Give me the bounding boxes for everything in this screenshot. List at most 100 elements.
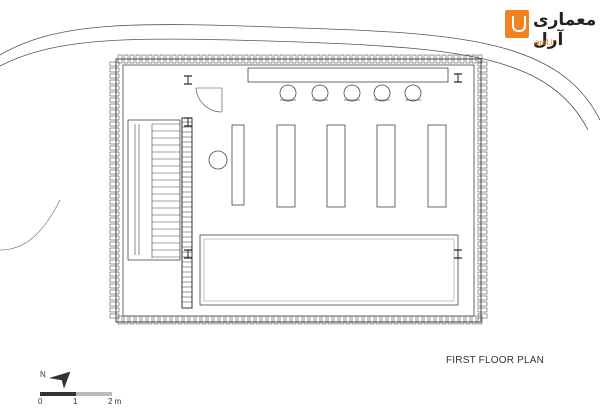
brick bbox=[303, 315, 309, 325]
brick bbox=[219, 315, 225, 325]
scale-bar bbox=[40, 392, 112, 396]
brick bbox=[453, 315, 459, 325]
brick bbox=[357, 315, 363, 325]
brick bbox=[249, 315, 255, 325]
brick bbox=[171, 315, 177, 325]
building-outline bbox=[115, 58, 482, 323]
brick bbox=[477, 169, 488, 175]
brick bbox=[477, 205, 488, 211]
dining-tables bbox=[276, 124, 447, 208]
brick bbox=[291, 315, 297, 325]
brick bbox=[273, 315, 279, 325]
brick bbox=[109, 157, 120, 163]
brick bbox=[477, 217, 488, 223]
brick bbox=[109, 247, 120, 253]
brick bbox=[109, 283, 120, 289]
brick bbox=[477, 289, 488, 295]
brick bbox=[477, 295, 488, 301]
arel-logo: معماری آرل arel.ir bbox=[505, 10, 597, 50]
brick bbox=[109, 253, 120, 259]
brick bbox=[109, 121, 120, 127]
brick bbox=[177, 315, 183, 325]
brick bbox=[477, 127, 488, 133]
brick bbox=[135, 315, 141, 325]
site-boundary-curve bbox=[0, 24, 600, 121]
brick bbox=[109, 217, 120, 223]
brick bbox=[465, 315, 471, 325]
brick bbox=[297, 315, 303, 325]
brick bbox=[153, 315, 159, 325]
brick bbox=[165, 315, 171, 325]
brick bbox=[477, 97, 488, 103]
round-column bbox=[208, 150, 228, 170]
brick bbox=[399, 315, 405, 325]
brick bbox=[213, 315, 219, 325]
steel-column-icon bbox=[454, 73, 462, 83]
brick bbox=[123, 315, 129, 325]
brick bbox=[109, 265, 120, 271]
brick bbox=[109, 97, 120, 103]
brick bbox=[109, 229, 120, 235]
brick bbox=[477, 235, 488, 241]
brick bbox=[315, 315, 321, 325]
steel-column-icon bbox=[184, 75, 192, 85]
brick bbox=[109, 271, 120, 277]
brick bbox=[109, 139, 120, 145]
brick bbox=[333, 315, 339, 325]
brick bbox=[109, 145, 120, 151]
brick bbox=[477, 61, 488, 67]
brick bbox=[309, 315, 315, 325]
brick bbox=[429, 315, 435, 325]
brick bbox=[201, 315, 207, 325]
brick bbox=[477, 133, 488, 139]
brick bbox=[321, 315, 327, 325]
brick bbox=[129, 315, 135, 325]
scale-label-1: 1 bbox=[73, 397, 78, 406]
bar-stool bbox=[404, 84, 422, 102]
logo-url: arel.ir bbox=[535, 38, 556, 47]
brick bbox=[477, 223, 488, 229]
brick bbox=[477, 229, 488, 235]
logo-mark-icon bbox=[505, 10, 529, 38]
brick bbox=[109, 163, 120, 169]
brick bbox=[477, 283, 488, 289]
brick bbox=[279, 315, 285, 325]
brick bbox=[109, 211, 120, 217]
brick bbox=[477, 175, 488, 181]
brick bbox=[477, 145, 488, 151]
brick bbox=[109, 175, 120, 181]
brick bbox=[393, 315, 399, 325]
brick bbox=[477, 259, 488, 265]
brick bbox=[327, 315, 333, 325]
brick bbox=[267, 315, 273, 325]
door-swing bbox=[195, 87, 223, 113]
scale-label-0: 0 bbox=[38, 397, 43, 406]
large-void-area bbox=[199, 234, 459, 306]
brick bbox=[109, 169, 120, 175]
brick bbox=[387, 315, 393, 325]
brick bbox=[109, 67, 120, 73]
stair-wall-hatching bbox=[182, 121, 192, 303]
dining-table bbox=[276, 124, 296, 208]
brick bbox=[231, 315, 237, 325]
brick bbox=[417, 315, 423, 325]
partition bbox=[231, 124, 245, 206]
steel-column-icon bbox=[184, 249, 192, 259]
large-void-area-inner bbox=[203, 238, 455, 302]
site-boundary-curve-left bbox=[0, 199, 61, 251]
logo-text: معماری آرل bbox=[533, 10, 597, 50]
brick bbox=[159, 315, 165, 325]
brick bbox=[477, 103, 488, 109]
brick bbox=[243, 315, 249, 325]
brick bbox=[109, 307, 120, 313]
brick bbox=[109, 133, 120, 139]
brick bbox=[363, 315, 369, 325]
brick bbox=[183, 315, 189, 325]
brick bbox=[261, 315, 267, 325]
brick bbox=[381, 315, 387, 325]
brick bbox=[345, 315, 351, 325]
brick bbox=[477, 211, 488, 217]
brick bbox=[375, 315, 381, 325]
brick bbox=[477, 241, 488, 247]
